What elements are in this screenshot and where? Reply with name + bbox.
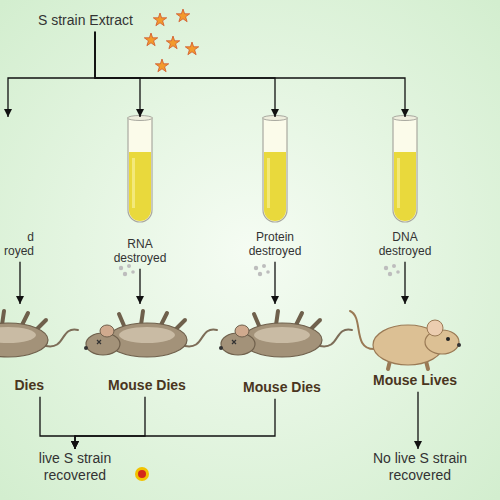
label-text: Mouse Dies [97, 377, 197, 394]
flow-arrow [95, 32, 405, 117]
outcome-label: Mouse Lives [365, 305, 465, 389]
flow-arrow [274, 262, 275, 304]
outcome-label: Mouse Dies [97, 305, 197, 394]
mice [0, 311, 461, 369]
star-cluster [144, 9, 198, 72]
label-text: S strain Extract [38, 12, 137, 29]
label-text: live S strain recovered [25, 450, 125, 484]
treatment-label: Protein destroyed [235, 118, 315, 259]
label-text: d royed [0, 230, 34, 259]
flow-arrow [139, 269, 140, 304]
treatment-label: DNA destroyed [365, 118, 445, 259]
outcome-label: Dies [0, 305, 44, 394]
test-tubes [128, 116, 418, 223]
result-label: No live S strain recovered [360, 450, 480, 484]
treatment-label: RNA destroyed [100, 118, 180, 266]
extract-label: S strain Extract [38, 12, 137, 29]
treatment-label: d royed [0, 118, 34, 259]
result-label: live S strain recovered [25, 450, 125, 484]
label-text: Mouse Lives [365, 372, 465, 389]
label-text: Dies [0, 377, 44, 394]
label-text: Mouse Dies [232, 379, 332, 396]
flow-arrow [19, 262, 20, 304]
label-text: DNA destroyed [365, 230, 445, 259]
s-strain-colony [135, 467, 149, 481]
label-text: RNA destroyed [100, 237, 180, 266]
flow-arrow [8, 32, 95, 117]
flow-arrow [75, 399, 275, 449]
flow-arrow [75, 397, 145, 449]
flow-arrow [417, 392, 418, 449]
flow-arrow [404, 262, 405, 304]
debris-dots [119, 264, 400, 276]
flow-arrow [40, 397, 75, 449]
label-text: Protein destroyed [235, 230, 315, 259]
flow-arrow [95, 32, 140, 117]
flow-arrow [95, 32, 275, 117]
label-text: No live S strain recovered [360, 450, 480, 484]
outcome-label: Mouse Dies [232, 305, 332, 396]
